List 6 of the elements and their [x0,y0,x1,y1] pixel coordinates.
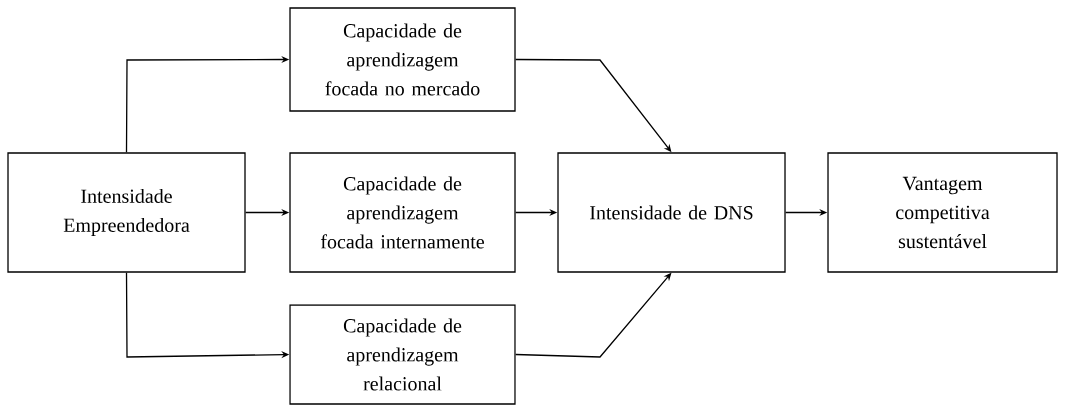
process-box: Capacidade de aprendizagem relacional [289,304,516,405]
process-box: Intensidade de DNS [557,152,786,273]
process-box: Vantagem competitiva sustentável [827,152,1058,273]
process-box: Capacidade de aprendizagem focada no mercado [289,7,516,112]
process-box: Capacidade de aprendizagem focada internamente [289,152,516,273]
process-box: Intensidade Empreendedora [7,152,246,273]
